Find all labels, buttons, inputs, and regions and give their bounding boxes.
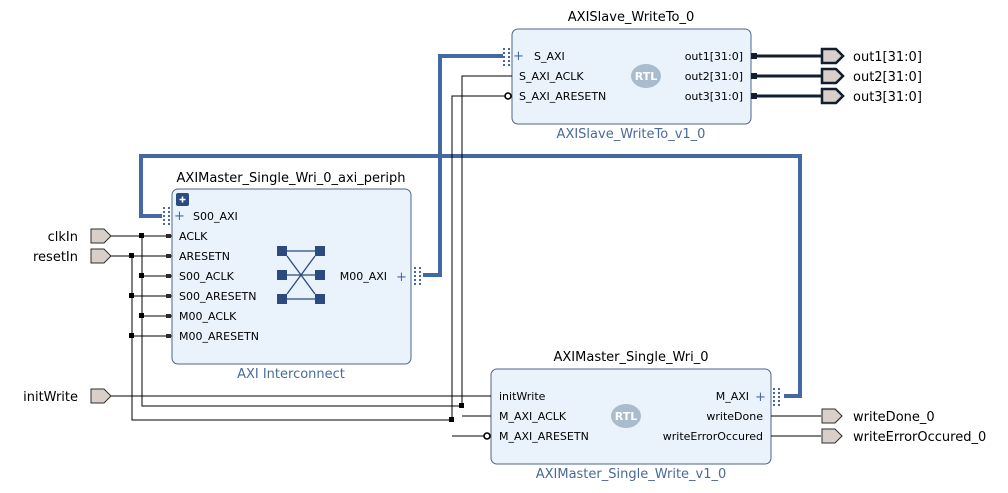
master-block[interactable]: AXIMaster_Single_Wri_0 AXIMaster_Single_… <box>490 350 772 482</box>
port-label-writedone: writeDone_0 <box>853 410 935 425</box>
axi-bus-connections[interactable] <box>139 48 802 406</box>
svg-text:M_AXI: M_AXI <box>716 390 749 403</box>
interconnect-pin-m00-aclk[interactable]: M00_ACLK <box>179 310 237 323</box>
expand-plus-icon[interactable]: + <box>174 209 185 224</box>
external-port-out3[interactable]: out3[31:0] <box>820 87 922 105</box>
interconnect-pin-s00-aresetn[interactable]: S00_ARESETN <box>179 290 256 303</box>
bus-m00-axi-to-s-axi[interactable] <box>423 54 503 277</box>
master-title: AXIMaster_Single_Wri_0 <box>554 350 709 365</box>
expand-plus-icon[interactable]: + <box>513 49 524 64</box>
output-port-icon[interactable] <box>821 408 843 424</box>
port-label-writeerroroccured: writeErrorOccured_0 <box>853 430 986 445</box>
master-pin-writedone[interactable]: writeDone <box>706 410 763 423</box>
port-label-out2: out2[31:0] <box>853 70 922 85</box>
slave-pin-s-axi-aresetn[interactable]: S_AXI_ARESETN <box>519 90 606 103</box>
svg-text:S00_AXI: S00_AXI <box>193 210 238 223</box>
bus-port-dots <box>163 48 780 406</box>
master-pin-initwrite[interactable]: initWrite <box>499 390 546 403</box>
rtl-badge-icon: RTL <box>611 404 641 428</box>
rtl-badge-icon: RTL <box>631 64 661 88</box>
svg-text:RTL: RTL <box>615 410 638 423</box>
port-label-out3: out3[31:0] <box>853 90 922 105</box>
junction-dots <box>129 233 464 422</box>
interconnect-pin-s00-aclk[interactable]: S00_ACLK <box>179 270 235 283</box>
slave-pin-s-axi[interactable]: + S_AXI <box>513 49 565 64</box>
master-pin-m-axi-aresetn[interactable]: M_AXI_ARESETN <box>499 430 589 443</box>
svg-text:M00_AXI: M00_AXI <box>340 270 387 283</box>
slave-block[interactable]: AXISlave_WriteTo_0 AXISlave_WriteTo_v1_0… <box>511 10 752 142</box>
master-pin-writeerroroccured[interactable]: writeErrorOccured <box>663 430 763 443</box>
external-port-writedone[interactable]: writeDone_0 <box>821 408 935 425</box>
interconnect-title: AXIMaster_Single_Wri_0_axi_periph <box>177 171 406 186</box>
interconnect-pin-m00-aresetn[interactable]: M00_ARESETN <box>179 330 259 343</box>
port-label-out1: out1[31:0] <box>853 50 922 65</box>
external-port-resetin[interactable]: resetIn <box>33 248 112 265</box>
wire-out-buses[interactable] <box>751 54 821 98</box>
master-subtitle: AXIMaster_Single_Write_v1_0 <box>536 467 727 482</box>
svg-text:S_AXI: S_AXI <box>534 50 565 63</box>
output-bus-port-icon[interactable] <box>820 47 845 65</box>
output-bus-port-icon[interactable] <box>820 87 845 105</box>
port-label-resetin: resetIn <box>33 250 78 265</box>
interconnect-block[interactable]: AXIMaster_Single_Wri_0_axi_periph AXI In… <box>171 171 412 382</box>
external-port-initwrite[interactable]: initWrite <box>23 388 112 405</box>
input-port-icon[interactable] <box>90 388 112 404</box>
slave-pin-out2[interactable]: out2[31:0] <box>685 70 743 83</box>
expand-plus-icon[interactable]: + <box>396 270 407 285</box>
svg-text:RTL: RTL <box>635 70 658 83</box>
port-label-initwrite: initWrite <box>23 390 78 405</box>
interconnect-pin-aclk[interactable]: ACLK <box>179 230 208 243</box>
master-pin-m-axi-aclk[interactable]: M_AXI_ACLK <box>499 410 567 423</box>
interconnect-pin-aresetn[interactable]: ARESETN <box>179 250 230 263</box>
input-port-icon[interactable] <box>90 228 112 244</box>
active-low-bubble-icon <box>483 432 491 440</box>
external-port-out2[interactable]: out2[31:0] <box>820 67 922 85</box>
port-label-clkin: clkIn <box>48 230 78 245</box>
slave-subtitle: AXISlave_WriteTo_v1_0 <box>557 127 706 142</box>
active-low-bubble-icon <box>504 92 512 100</box>
signal-wires[interactable] <box>111 75 821 440</box>
external-port-writeerroroccured[interactable]: writeErrorOccured_0 <box>821 428 986 445</box>
output-bus-port-icon[interactable] <box>820 67 845 85</box>
interconnect-pin-stubs <box>162 235 172 337</box>
slave-title: AXISlave_WriteTo_0 <box>568 10 694 25</box>
expand-block-icon[interactable] <box>176 193 189 206</box>
slave-pin-s-axi-aclk[interactable]: S_AXI_ACLK <box>519 70 584 83</box>
interconnect-subtitle: AXI Interconnect <box>237 367 345 382</box>
input-port-icon[interactable] <box>90 248 112 264</box>
slave-pin-out3[interactable]: out3[31:0] <box>685 90 743 103</box>
slave-pin-out1[interactable]: out1[31:0] <box>685 50 743 63</box>
slave-output-buses[interactable] <box>751 53 821 99</box>
output-port-icon[interactable] <box>821 428 843 444</box>
interconnect-pin-m00-axi[interactable]: M00_AXI + <box>340 270 407 285</box>
master-pin-m-axi[interactable]: M_AXI + <box>716 390 766 405</box>
bus-m-axi-to-s00-axi[interactable] <box>139 154 802 398</box>
interconnect-pin-s00-axi[interactable]: + S00_AXI <box>174 209 238 224</box>
crossbar-icon <box>277 246 325 304</box>
external-port-clkin[interactable]: clkIn <box>48 228 112 245</box>
expand-plus-icon[interactable]: + <box>755 390 766 405</box>
external-port-out1[interactable]: out1[31:0] <box>820 47 922 65</box>
